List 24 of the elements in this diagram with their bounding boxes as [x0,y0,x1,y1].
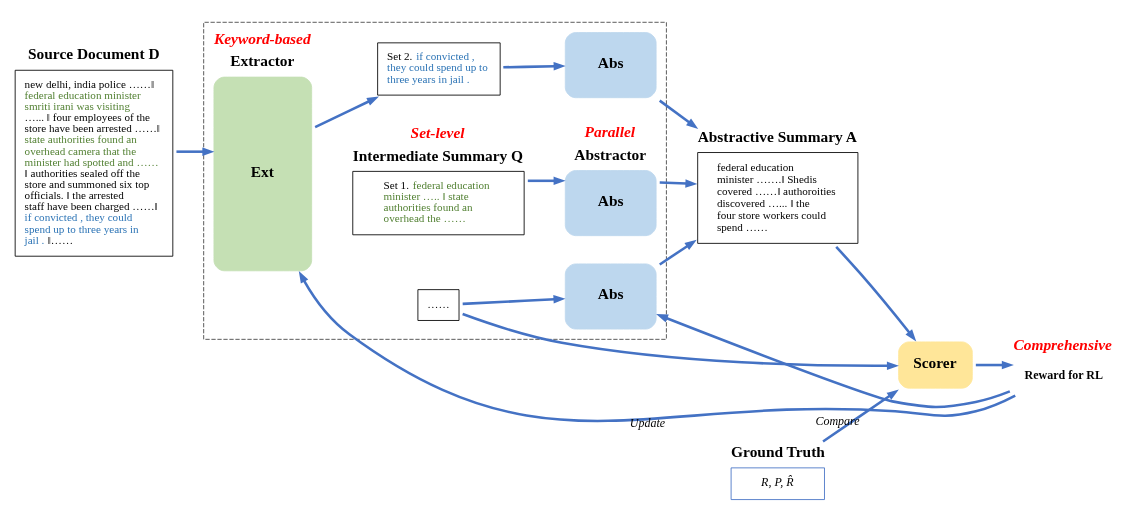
arrow [462,312,899,370]
arrow [503,61,566,70]
arrow [298,270,1016,422]
node-text: Comprehensive Reward for RL [1013,335,1112,382]
arrow [527,176,566,185]
arrow [975,360,1014,369]
node-label: Abstractive Summary A [697,127,857,145]
arrow [835,245,917,341]
node-label: Parallel [584,122,636,140]
arrow [656,313,1011,408]
arrow [659,239,697,266]
node-label: Set-level [410,123,465,141]
node-label: Abstractor [574,145,647,163]
arrow [822,389,899,442]
node-label: Keyword-based [213,29,311,47]
node-label: Source Document D [28,44,160,62]
node-label: Extractor [230,51,295,69]
arrow [658,99,699,129]
node-label: Ground Truth [731,442,825,460]
arrow [176,146,215,156]
arrow [659,178,698,188]
arrow [314,96,379,128]
arrow [462,294,566,305]
node-label: Intermediate Summary Q [352,146,524,164]
